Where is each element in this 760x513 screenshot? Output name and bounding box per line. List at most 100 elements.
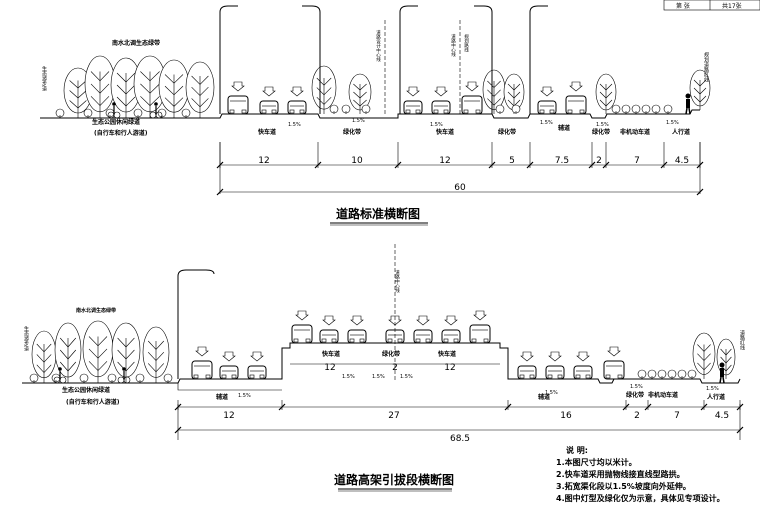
down-arrow-icon [322,315,336,326]
s1-green-mid: 绿化带 [343,128,361,136]
down-arrow-icon [576,351,590,362]
s2-total-width: 68.5 [450,434,470,444]
car-icon [537,100,557,115]
s1-park-path-sub: (自行车和行人游道) [94,129,148,137]
s1-green-small: 绿化带 [592,128,610,136]
down-arrow-icon [222,351,236,362]
s2-slope: 1.5% [372,374,385,380]
s2-slope: 1.5% [342,374,355,380]
pedestrian-icon [685,93,691,115]
tree-icon [185,61,215,118]
s1-width: 7 [634,156,640,166]
s1-aux-lane: 辅道 [558,124,570,132]
shrub-icon [181,108,191,118]
s2-street-lamp [177,269,215,379]
cyclist-icon [53,367,67,384]
s1-total-width: 60 [454,183,466,193]
s1-fast-lane-left: 快车道 [257,128,276,136]
shrub-icon [621,104,631,114]
note-item: 3.拓宽渠化段以1.5%坡度向外延伸。 [556,482,691,491]
down-arrow-icon [444,315,458,326]
s2-fast-right: 快车道 [437,350,456,358]
notes: 说 明: 1.本图尺寸均以米计。 2.快车道采用抛物线接直线型路拱。 3.拓宽渠… [556,445,725,505]
tree-icon [133,55,167,118]
s2-width: 12 [223,411,234,421]
s2-width: 4.5 [715,411,729,421]
s2-width: 7 [674,411,680,421]
cyclist-icon [149,102,163,119]
shrub-icon [647,369,657,379]
shrub-icon [341,104,351,114]
s2-nonmotor: 非机动车道 [648,391,678,399]
s2-width: 27 [388,411,399,421]
down-arrow-icon [388,315,402,326]
tree-icon [110,57,142,118]
s1-trees [55,55,711,119]
shrub-icon [157,108,167,118]
pedestrian-icon [719,362,725,384]
note-item: 2.快车道采用抛物线接直线型路拱。 [556,470,685,479]
s1-width: 5 [509,156,515,166]
s1-greenbelt-label: 南水北调生态绿带 [112,39,160,47]
shrub-icon [651,104,661,114]
s1-sidewalk: 人行道 [672,128,690,136]
down-arrow-icon [262,86,276,97]
s2-center-line: 道路中心线 [395,269,400,293]
tree-icon [716,338,736,379]
down-arrow-icon [465,81,479,92]
car-icon [347,329,367,344]
s1-nonmotor: 非机动车道 [620,128,650,136]
section2: 南水北调生态绿带 生态公园休闲绿道 (自行车和行人游道) 生态游步道 道路中心线… [22,244,745,492]
title-block-left: 第 张 [676,2,690,10]
down-arrow-icon [250,351,264,362]
down-arrow-icon [195,346,209,357]
s2-upper-width: 12 [444,363,455,373]
s2-green-small: 绿化带 [626,391,644,399]
section1: 南水北调生态绿带 生态公园休闲绿道 (自行车和行人游道) 生态游步道 规划道路红… [40,5,711,226]
tree-icon [84,55,116,118]
s1-dimension-ticks [216,142,704,196]
s1-vehicles [227,81,587,115]
bus-icon [291,324,313,344]
down-arrow-icon [290,86,304,97]
car-icon [319,329,339,344]
down-arrow-icon [350,315,364,326]
s1-slope: 1.5% [430,122,443,128]
s1-width: 12 [439,156,450,166]
bus-icon [227,95,249,115]
note-item: 1.本图尺寸均以米计。 [556,458,637,467]
shrub-icon [641,104,651,114]
s1-slope: 1.5% [666,120,679,126]
s1-slope: 1.5% [540,120,553,126]
s1-center-line1: 道路设计中心线 [376,29,381,62]
bus-icon [461,95,483,115]
tree-icon [348,73,372,114]
s2-upper-width: 2 [392,363,398,373]
down-arrow-icon [569,81,583,92]
car-icon [259,100,279,115]
tree-icon [311,65,337,114]
title-block-right: 共17张 [722,2,742,10]
s2-right-vertical: 道路红线 [739,329,745,350]
s2-title: 道路高架引拔段横断图 [334,472,454,487]
shrub-icon [663,104,673,114]
s1-street-lamp [219,5,548,114]
s2-aux-right: 辅道 [538,393,550,401]
shrub-icon [631,104,641,114]
s2-fast-left: 快车道 [321,350,340,358]
s2-width: 2 [634,411,640,421]
shrub-icon [51,373,61,383]
s1-width: 4.5 [675,156,689,166]
s2-left-vertical: 生态游步道 [23,325,29,352]
s1-left-vertical: 生态游步道 [41,65,47,92]
s1-slope: 1.5% [596,122,609,128]
shrub-icon [361,104,371,114]
down-arrow-icon [520,351,534,362]
s1-slope: 1.5% [352,118,365,124]
s2-slope: 1.5% [238,393,251,399]
down-arrow-icon [295,310,309,321]
tree-icon [111,322,141,383]
car-icon [219,365,239,380]
s2-ground-line [22,342,741,384]
s2-park-path-sub: (自行车和行人游道) [66,398,120,406]
